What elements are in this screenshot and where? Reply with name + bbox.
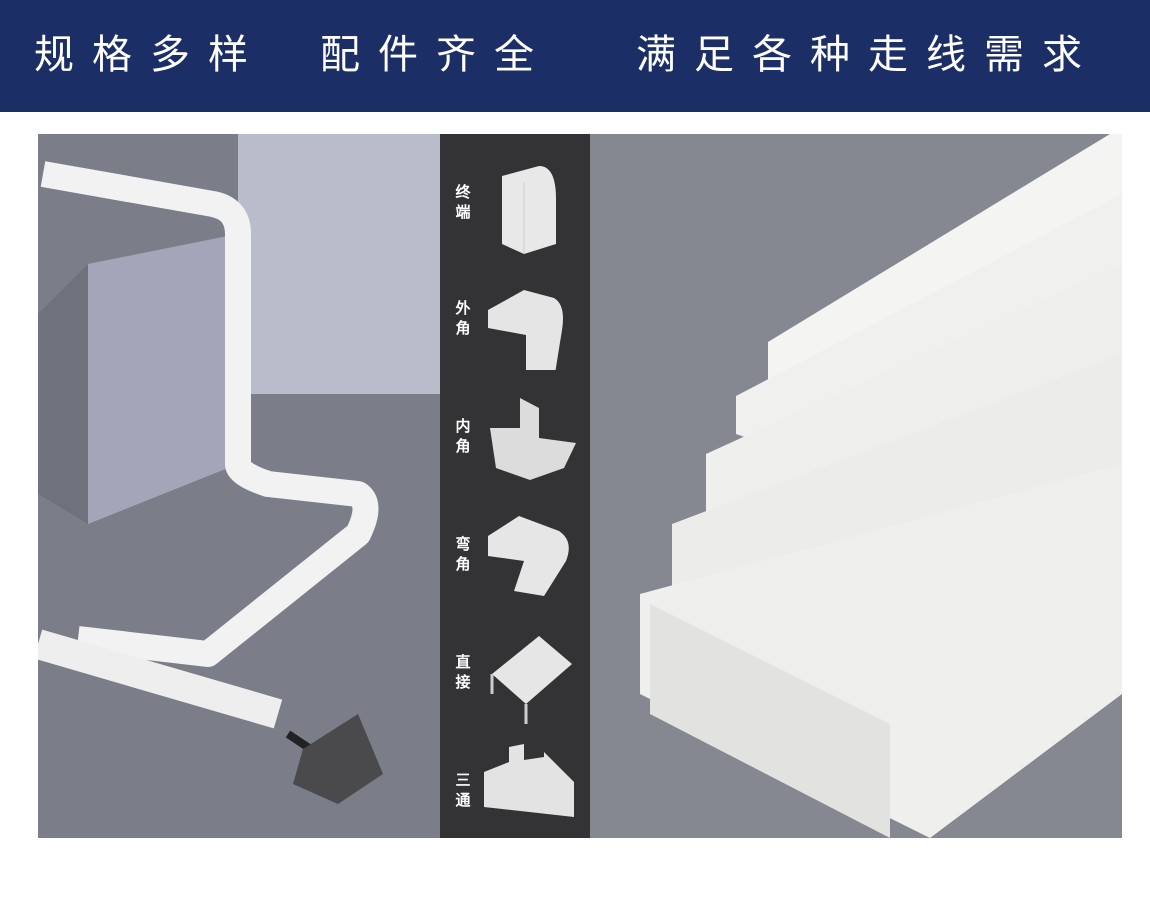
accessory-label: 终端 <box>454 182 472 222</box>
accessory-bend: 弯角 <box>440 496 590 612</box>
trunking-stack-illustration <box>590 134 1122 838</box>
accessory-label: 三通 <box>454 770 472 810</box>
trunking-sizes-image <box>590 134 1122 838</box>
bend-image <box>484 506 584 606</box>
accessories-strip: 终端 外角 内角 弯角 直接 三通 <box>440 134 590 838</box>
slogan-2: 配件齐全 <box>320 30 552 80</box>
accessory-end-cap: 终端 <box>440 144 590 260</box>
accessory-label: 外角 <box>454 298 472 338</box>
header-banner: 规格多样 配件齐全 满足各种走线需求 <box>0 0 1150 112</box>
accessory-label: 弯角 <box>454 534 472 574</box>
installation-scene-image <box>38 134 440 838</box>
straight-joint-image <box>484 624 584 724</box>
accessory-label: 直接 <box>454 652 472 692</box>
inner-corner-image <box>484 388 584 488</box>
accessory-outer-corner: 外角 <box>440 260 590 376</box>
accessory-inner-corner: 内角 <box>440 378 590 494</box>
slogan-3: 满足各种走线需求 <box>636 30 1100 80</box>
tee-image <box>484 742 584 842</box>
trunking-installation-illustration <box>38 134 440 838</box>
slogan-1: 规格多样 <box>34 30 266 80</box>
accessory-label: 内角 <box>454 416 472 456</box>
outer-corner-image <box>484 270 584 370</box>
accessory-tee: 三通 <box>440 732 590 848</box>
end-cap-image <box>484 154 584 254</box>
accessory-straight-joint: 直接 <box>440 614 590 730</box>
